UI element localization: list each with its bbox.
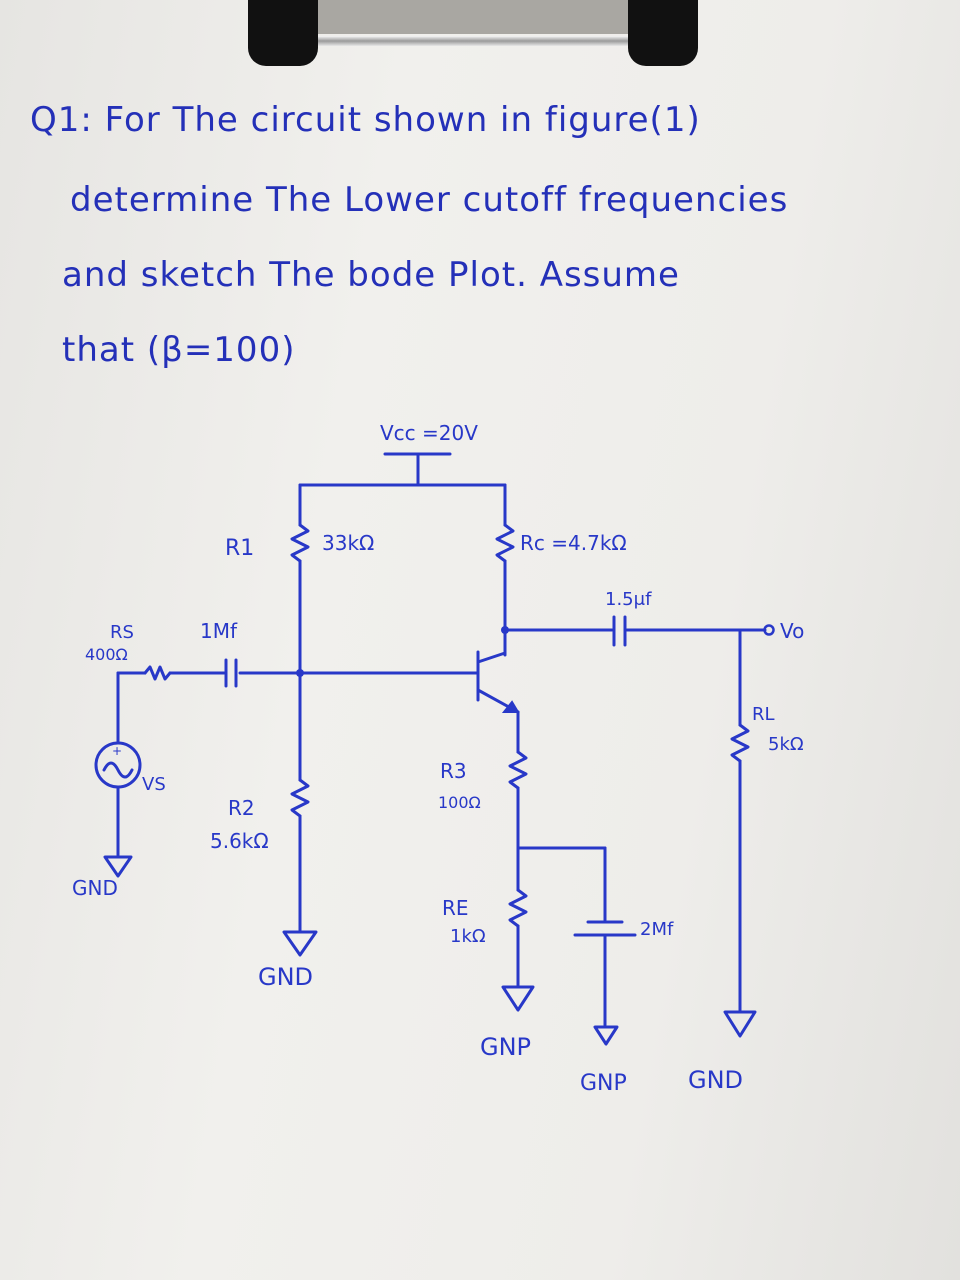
- vcc-supply: [383, 452, 452, 487]
- rs-resistor: [143, 665, 172, 681]
- re-name-label: RE: [442, 896, 469, 920]
- r1-resistor: [290, 523, 310, 563]
- r2-resistor: [290, 778, 310, 818]
- clip-right-post: [628, 0, 698, 66]
- rs-name-label: RS: [110, 622, 134, 643]
- vs-gnd-symbol: [103, 855, 133, 878]
- ac-source-icon: +: [94, 741, 142, 789]
- vo-label: Vo: [780, 619, 804, 643]
- rc-resistor: [495, 523, 515, 563]
- ce-gnd-symbol: [593, 1025, 619, 1046]
- ce-label: 2Mf: [640, 919, 674, 940]
- r2-gnd-label: GND: [258, 963, 313, 991]
- question-line-3: and sketch The bode Plot. Assume: [62, 255, 680, 295]
- clip-left-post: [248, 0, 318, 66]
- re-gnd-symbol: [501, 985, 535, 1012]
- r3-resistor: [508, 750, 528, 790]
- rl-value-label: 5kΩ: [768, 734, 804, 755]
- r3-value-label: 100Ω: [438, 793, 481, 812]
- rl-resistor: [730, 723, 750, 763]
- r1-name-label: R1: [225, 536, 254, 561]
- question-line-1: Q1: For The circuit shown in figure(1): [30, 100, 701, 140]
- cout-label: 1.5μf: [605, 589, 652, 610]
- re-resistor: [508, 888, 528, 928]
- rc-label: Rc =4.7kΩ: [520, 531, 627, 555]
- vo-terminal: [763, 624, 775, 636]
- re-value-label: 1kΩ: [450, 926, 486, 947]
- collector-node: [501, 626, 509, 634]
- emitter-capacitor: [573, 920, 637, 937]
- rl-gnd-symbol: [723, 1010, 757, 1038]
- vs-label: VS: [142, 774, 166, 795]
- question-line-4: that (β=100): [62, 330, 296, 370]
- r2-value-label: 5.6kΩ: [210, 829, 269, 853]
- cin-label: 1Mf: [200, 619, 238, 643]
- clipboard-clip: [248, 0, 698, 68]
- rl-name-label: RL: [752, 704, 775, 725]
- input-capacitor: [224, 658, 238, 688]
- r2-name-label: R2: [228, 796, 255, 820]
- output-capacitor: [612, 615, 627, 647]
- r2-gnd-symbol: [282, 930, 318, 957]
- rl-gnd-label: GND: [688, 1066, 743, 1094]
- ce-gnd-label: GNP: [580, 1071, 627, 1096]
- rs-value-label: 400Ω: [85, 645, 128, 664]
- clip-wire: [308, 36, 638, 46]
- bjt-transistor: [476, 650, 520, 714]
- re-gnd-label: GNP: [480, 1033, 531, 1061]
- clip-backing: [318, 0, 628, 34]
- svg-text:+: +: [112, 744, 122, 758]
- r1-value-label: 33kΩ: [322, 531, 374, 555]
- question-line-2: determine The Lower cutoff frequencies: [70, 180, 789, 220]
- vs-gnd-label: GND: [72, 876, 118, 900]
- r3-name-label: R3: [440, 759, 467, 783]
- vcc-label: Vcc =20V: [380, 421, 478, 445]
